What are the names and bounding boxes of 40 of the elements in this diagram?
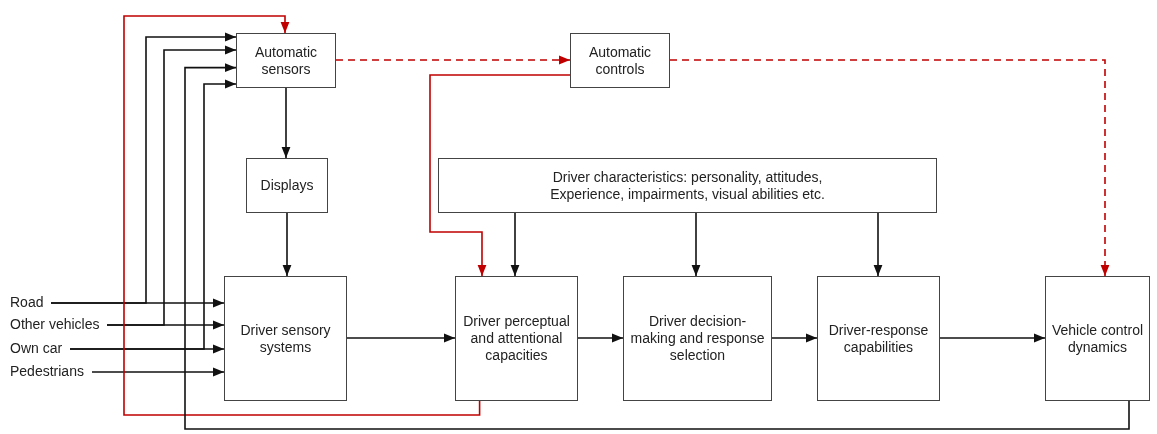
arrow	[281, 87, 291, 159]
arrow	[510, 212, 520, 277]
arrow	[282, 212, 292, 277]
box-text: Driver characteristics: personality, attitudes, Experience, impairments, visual abilities etc.	[549, 168, 826, 203]
process-box	[455, 276, 578, 401]
box-text: Driver-response capabilities	[827, 321, 930, 356]
process-box	[438, 158, 937, 213]
box-text: Driver perceptual and attentional capacities	[462, 313, 571, 364]
arrow	[873, 212, 883, 277]
box-text: Driver sensory systems	[239, 321, 332, 356]
box-text: Displays	[260, 177, 314, 194]
process-box	[623, 276, 772, 401]
arrow	[69, 79, 237, 350]
dashed-arrow	[669, 59, 1110, 277]
process-box	[570, 33, 670, 88]
arrow	[123, 15, 481, 416]
box-text: Vehicle control dynamics	[1050, 321, 1145, 356]
input-label: Own car	[10, 340, 71, 358]
arrow	[91, 367, 225, 377]
arrow	[691, 212, 701, 277]
arrow	[577, 333, 624, 343]
arrow	[50, 32, 237, 304]
arrow	[429, 74, 571, 277]
process-box	[817, 276, 940, 401]
box-text: Automatic controls	[587, 43, 653, 78]
process-box	[1045, 276, 1150, 401]
process-box	[236, 33, 336, 88]
input-label: Road	[10, 294, 52, 312]
input-label: Other vehicles	[10, 316, 108, 334]
arrow	[346, 333, 456, 343]
arrow	[184, 63, 1130, 430]
process-box	[246, 158, 328, 213]
box-text: Automatic sensors	[253, 43, 319, 78]
arrow	[939, 333, 1046, 343]
arrow	[771, 333, 818, 343]
dashed-arrow	[335, 55, 571, 65]
input-label: Pedestrians	[10, 363, 92, 381]
arrow	[106, 45, 237, 326]
process-box	[224, 276, 347, 401]
box-text: Driver decision-making and response selection	[629, 313, 766, 364]
